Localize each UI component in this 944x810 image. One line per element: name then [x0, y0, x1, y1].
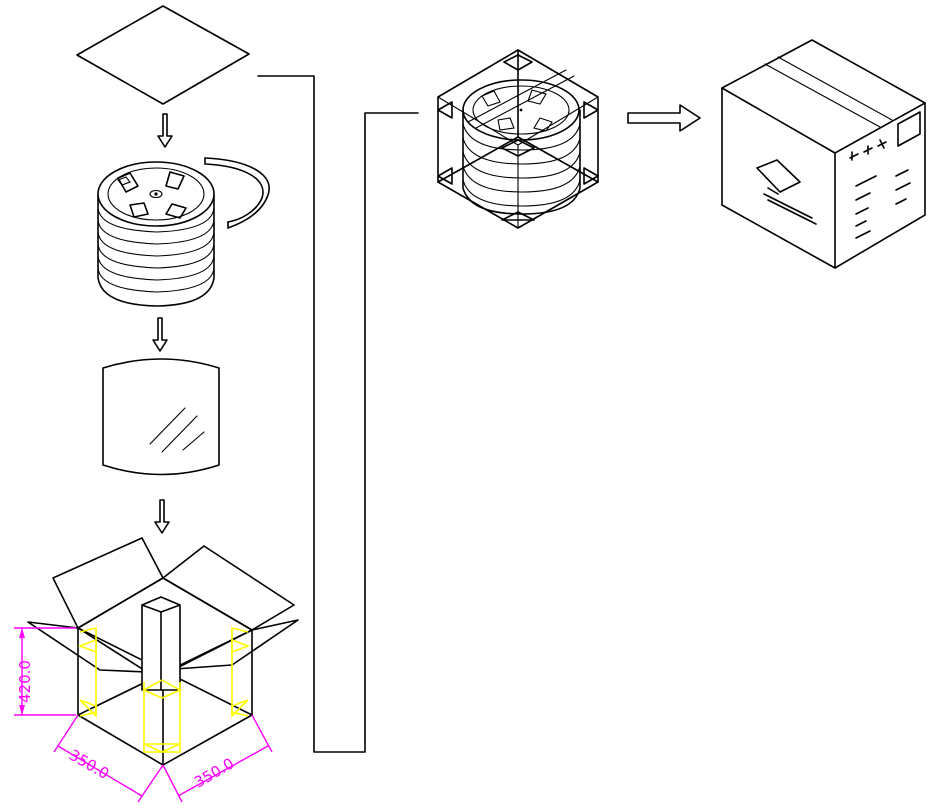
- width-left-label: 350.0: [66, 746, 112, 783]
- handling-symbols-icon: [849, 139, 887, 161]
- sealed-carton: [721, 39, 926, 269]
- down-arrow-2-icon: [152, 317, 168, 352]
- width-left-dimension: 350.0: [53, 714, 164, 803]
- width-right-label: 350.0: [191, 754, 237, 791]
- protective-bag: [102, 358, 220, 476]
- down-arrow-3-icon: [154, 499, 170, 534]
- open-carton: [27, 537, 299, 766]
- down-arrow-1-icon: [157, 113, 173, 148]
- right-arrow-icon: [627, 104, 701, 132]
- connector-line: [257, 75, 419, 753]
- packed-carton-wireframe: [437, 49, 599, 229]
- cover-sheet: [76, 5, 250, 105]
- height-dimension: 420.0: [14, 627, 76, 716]
- height-label: 420.0: [16, 660, 34, 703]
- reel-stack: [97, 157, 270, 307]
